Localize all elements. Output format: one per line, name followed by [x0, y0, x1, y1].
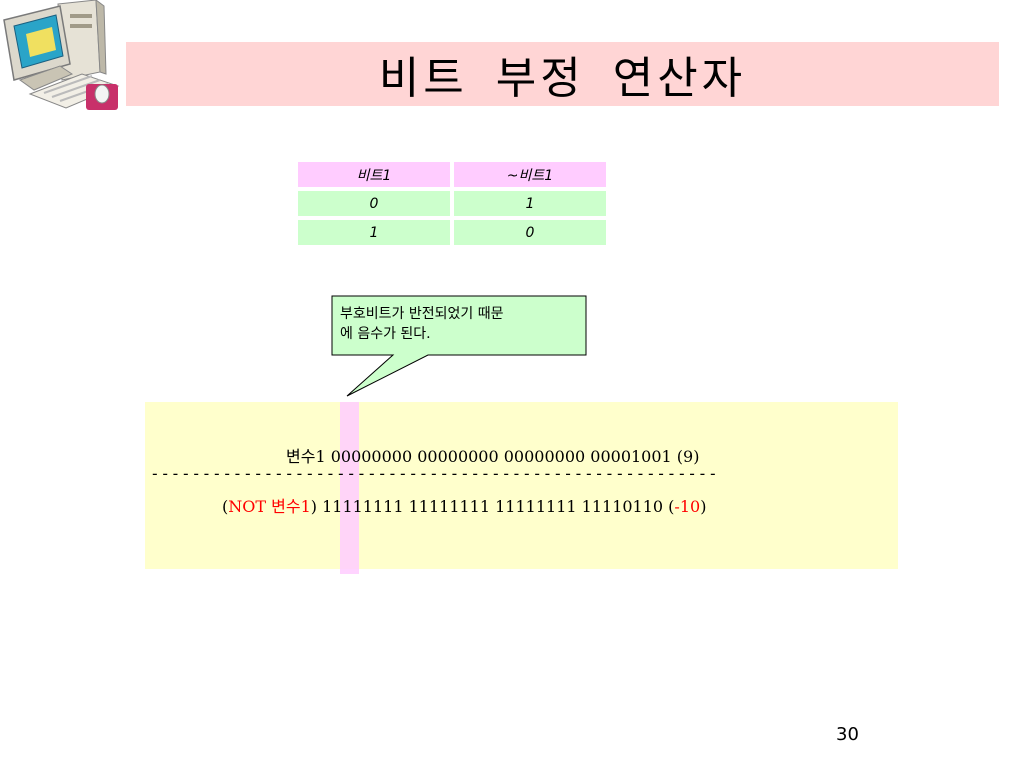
- table-header-cell: 비트1: [298, 162, 450, 187]
- negated-bits: ) 11111111 11111111 11111111 11110110 (: [310, 497, 675, 516]
- table-row: 0 1: [298, 191, 606, 216]
- table-header-cell: ~비트1: [454, 162, 606, 187]
- not-expression: NOT 변수1: [228, 497, 311, 516]
- truth-table: 비트1 ~비트1 0 1 1 0: [294, 158, 610, 249]
- table-cell: 1: [454, 191, 606, 216]
- callout-line: 부호비트가 반전되었기 때문: [340, 306, 504, 322]
- code-line-negated: (NOT 변수1) 11111111 11111111 11111111 111…: [222, 493, 706, 517]
- callout-bubble: [331, 295, 587, 397]
- slide-title: 비트 부정 연산자: [378, 53, 747, 104]
- table-row: 1 0: [298, 220, 606, 245]
- code-separator: ----------------------------------------…: [150, 464, 719, 483]
- sign-bit-highlight: [340, 402, 359, 574]
- computer-icon: [3, 0, 120, 110]
- table-cell: 0: [454, 220, 606, 245]
- callout-text: 부호비트가 반전되었기 때문 에 음수가 된다.: [340, 304, 585, 344]
- title-bar: 비트 부정 연산자: [126, 42, 999, 106]
- code-line-original: 변수1 00000000 00000000 00000000 00001001 …: [286, 447, 700, 466]
- table-cell: 1: [298, 220, 450, 245]
- code-paren: (: [222, 497, 229, 516]
- negated-value: -10: [674, 497, 701, 516]
- callout-line: 에 음수가 된다.: [340, 326, 431, 342]
- table-header-row: 비트1 ~비트1: [298, 162, 606, 187]
- code-box: [145, 402, 898, 569]
- page-number: 30: [836, 724, 859, 745]
- code-paren: ): [700, 497, 707, 516]
- table-cell: 0: [298, 191, 450, 216]
